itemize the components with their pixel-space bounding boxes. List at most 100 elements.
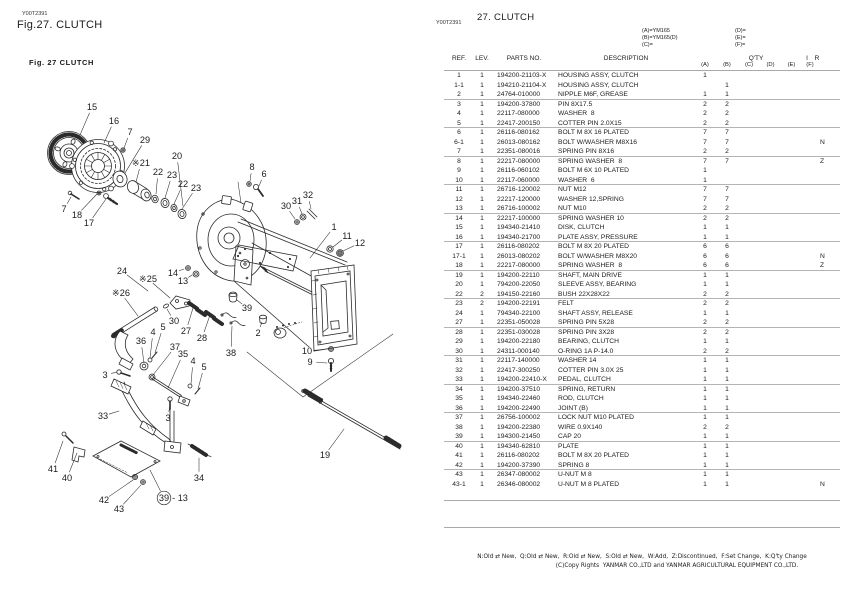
callout-label: 22	[178, 179, 188, 189]
cell-qty-d	[760, 432, 781, 441]
callout-leader	[309, 231, 331, 259]
cell-qty-e	[781, 423, 802, 433]
cell-part-no: 194200-37800	[497, 100, 541, 108]
cell-qty-d	[760, 166, 781, 176]
cell-ref: 16	[455, 233, 463, 241]
cell-qty-a: 2	[703, 110, 707, 117]
cell-qty-a: 1	[703, 471, 707, 478]
cell-lev: 1	[480, 81, 484, 89]
cell-qty-c	[738, 423, 760, 433]
callout-label: 33	[98, 411, 108, 421]
model-legend-left: (A)=YM165 (B)=YM165(D) (C)=	[642, 28, 678, 49]
cell-part-no: 22217-080000	[497, 157, 541, 165]
callout-leader	[299, 206, 303, 215]
cell-description: BOLT M 8X 20 PLATED	[558, 452, 629, 459]
cell-qty-f	[802, 385, 818, 395]
callout-label: 30	[169, 316, 179, 326]
cell-description: BOLT M 6X 10 PLATED	[558, 167, 629, 174]
cell-qty-e	[781, 242, 802, 252]
cell-qty-e	[781, 347, 802, 356]
cell-lev: 2	[480, 300, 484, 307]
callout-label: 43	[114, 504, 124, 514]
cell-qty-d	[760, 128, 781, 138]
cell-lev: 1	[480, 176, 484, 184]
callout-label: 41	[48, 464, 58, 474]
cell-qty-a: 1	[703, 452, 707, 459]
cell-remark	[818, 290, 840, 299]
cell-ref: 28	[455, 328, 463, 336]
cell-ref: 23	[455, 300, 463, 307]
cell-qty-a: 2	[703, 205, 707, 212]
callout-leader	[69, 452, 78, 473]
cell-description: SPRING WASHER 10	[558, 214, 624, 222]
cell-qty-a: 6	[703, 262, 707, 269]
cell-part-no: 194340-21700	[497, 233, 541, 241]
cell-qty-e	[781, 375, 802, 384]
cell-remark	[818, 461, 840, 470]
cell-lev: 1	[480, 281, 484, 288]
cell-qty-b: 1	[725, 471, 729, 478]
cell-qty-b: 1	[725, 366, 729, 374]
cell-qty-f	[802, 432, 818, 441]
callout-label: 19	[320, 450, 330, 460]
cell-lev: 1	[480, 167, 484, 174]
cell-qty-e	[781, 280, 802, 290]
cell-ref: 1-1	[454, 81, 464, 89]
cell-qty-e	[781, 461, 802, 470]
callout-leader	[81, 193, 98, 211]
cell-part-no: 794340-22100	[497, 309, 541, 317]
callout-label: 9	[307, 357, 312, 367]
cell-qty-a: 1	[703, 357, 707, 364]
cell-description: HOUSING ASSY, CLUTCH	[558, 81, 639, 89]
cell-ref: 1	[457, 72, 461, 79]
cell-ref: 12	[455, 195, 463, 203]
cell-lev: 1	[480, 338, 484, 345]
cell-qty-a: 6	[703, 252, 707, 260]
cell-description: WASHER 6	[558, 176, 595, 184]
cell-qty-c	[738, 90, 760, 99]
cell-remark	[818, 347, 840, 356]
cell-qty-b: 1	[725, 224, 729, 231]
cell-qty-a: 7	[703, 129, 707, 136]
cell-qty-e	[781, 299, 802, 309]
cell-qty-f	[802, 394, 818, 404]
cell-qty-f	[802, 90, 818, 99]
cell-qty-d	[760, 157, 781, 167]
callout-leader	[181, 193, 193, 210]
cell-qty-e	[781, 185, 802, 195]
callout-leader	[249, 173, 252, 182]
callout-leader	[155, 178, 158, 195]
cell-qty-e	[781, 223, 802, 233]
cell-qty-c	[738, 185, 760, 195]
cell-remark	[818, 185, 840, 195]
callout-label: 23	[191, 183, 201, 193]
cell-ref: 30	[455, 347, 463, 355]
cell-remark	[818, 71, 840, 81]
cell-remark	[818, 233, 840, 242]
cell-part-no: 22351-030028	[497, 328, 541, 336]
cell-remark	[818, 451, 840, 461]
cell-remark	[818, 470, 840, 480]
cell-ref: 6	[457, 129, 461, 136]
cell-remark	[818, 318, 840, 327]
cell-qty-e	[781, 318, 802, 327]
cell-description: SHAFT, MAIN DRIVE	[558, 271, 622, 279]
cell-qty-e	[781, 157, 802, 167]
cell-qty-b: 2	[725, 290, 729, 298]
cell-qty-d	[760, 290, 781, 299]
callout-label: 39	[159, 493, 169, 503]
cell-remark	[818, 166, 840, 176]
cell-qty-d	[760, 413, 781, 423]
callout-leader	[328, 428, 345, 451]
callout-leader	[178, 268, 185, 272]
cell-part-no: 194340-21410	[497, 224, 541, 231]
